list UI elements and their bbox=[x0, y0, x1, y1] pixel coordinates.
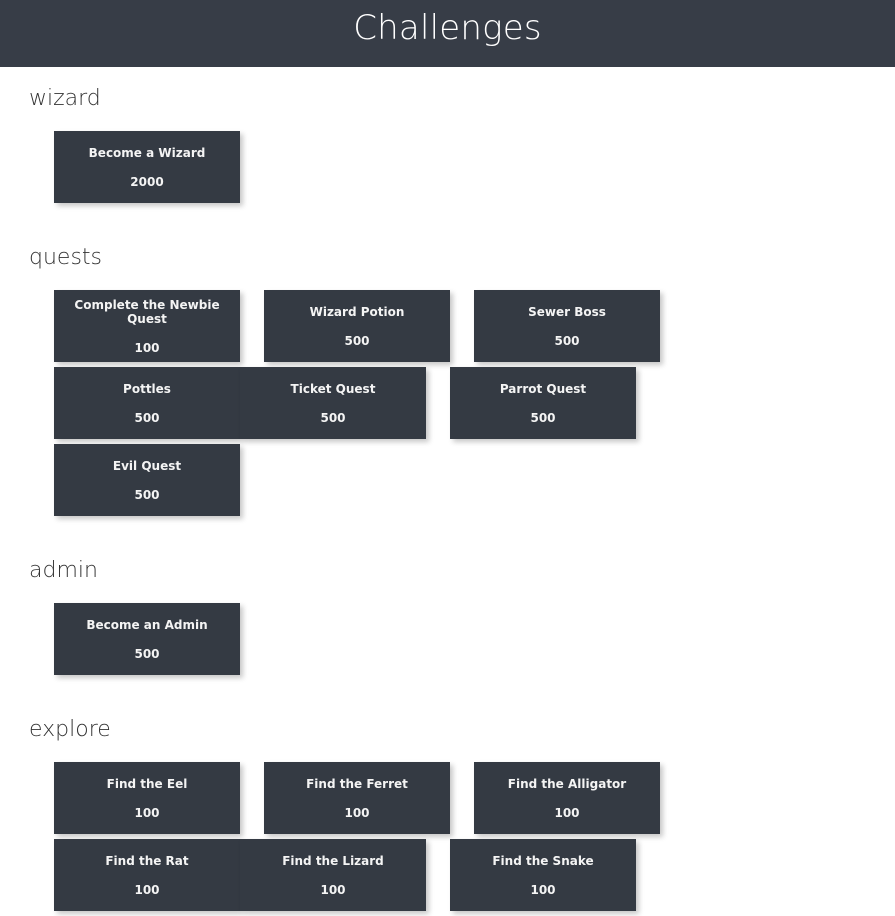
challenge-card-points: 500 bbox=[530, 410, 556, 425]
challenge-card-name: Pottles bbox=[123, 381, 171, 396]
card-grid-quests: Complete the Newbie Quest 100 Wizard Potio… bbox=[0, 272, 841, 521]
challenge-card-name: Become a Wizard bbox=[88, 145, 206, 160]
section-title-admin: admin bbox=[29, 558, 98, 583]
challenge-card-points: 100 bbox=[344, 805, 370, 820]
section-title-quests: quests bbox=[29, 245, 102, 270]
challenge-card[interactable]: Parrot Quest 500 bbox=[450, 367, 636, 439]
challenge-card-points: 100 bbox=[134, 805, 160, 820]
page-title: Challenges bbox=[353, 8, 542, 48]
app-header: Challenges bbox=[0, 0, 895, 67]
challenge-card-points: 500 bbox=[320, 410, 346, 425]
challenge-card[interactable]: Find the Eel 100 bbox=[54, 762, 240, 834]
challenge-card-points: 100 bbox=[530, 882, 556, 897]
challenge-card-points: 100 bbox=[554, 805, 580, 820]
challenge-card-points: 500 bbox=[134, 487, 160, 502]
challenge-card-name: Find the Rat bbox=[105, 853, 189, 868]
challenge-card-name: Evil Quest bbox=[112, 458, 182, 473]
challenge-card-name: Become an Admin bbox=[86, 617, 208, 632]
challenge-card-points: 100 bbox=[134, 882, 160, 897]
challenge-card-name: Find the Ferret bbox=[306, 776, 408, 791]
challenge-card-points: 500 bbox=[554, 333, 580, 348]
challenge-card-points: 100 bbox=[320, 882, 346, 897]
challenge-card-points: 500 bbox=[134, 410, 160, 425]
challenge-card[interactable]: Complete the Newbie Quest 100 bbox=[54, 290, 240, 362]
challenge-card[interactable]: Wizard Potion 500 bbox=[264, 290, 450, 362]
card-grid-wizard: Become a Wizard 2000 bbox=[0, 113, 841, 208]
challenge-card[interactable]: Find the Lizard 100 bbox=[240, 839, 426, 911]
challenge-card-name: Find the Snake bbox=[492, 853, 594, 868]
challenge-card[interactable]: Become an Admin 500 bbox=[54, 603, 240, 675]
card-grid-admin: Become an Admin 500 bbox=[0, 585, 841, 680]
section-explore: explore Find the Eel 100 Find the Ferret 10… bbox=[0, 680, 895, 916]
section-quests: quests Complete the Newbie Quest 100 Wizar… bbox=[0, 208, 895, 521]
challenge-card-name: Find the Alligator bbox=[507, 776, 627, 791]
challenge-card-points: 500 bbox=[134, 646, 160, 661]
section-title-explore: explore bbox=[29, 717, 111, 742]
challenge-card[interactable]: Sewer Boss 500 bbox=[474, 290, 660, 362]
challenge-card[interactable]: Find the Ferret 100 bbox=[264, 762, 450, 834]
challenge-card[interactable]: Pottles 500 bbox=[54, 367, 240, 439]
challenge-card-name: Find the Lizard bbox=[282, 853, 384, 868]
challenge-card-name: Wizard Potion bbox=[309, 304, 405, 319]
challenge-card[interactable]: Become a Wizard 2000 bbox=[54, 131, 240, 203]
challenge-card-name: Find the Eel bbox=[106, 776, 188, 791]
challenges-page: wizard Become a Wizard 2000 quests Comple… bbox=[0, 67, 895, 916]
challenge-card[interactable]: Ticket Quest 500 bbox=[240, 367, 426, 439]
section-admin: admin Become an Admin 500 bbox=[0, 521, 895, 680]
challenge-card-points: 2000 bbox=[130, 174, 164, 189]
challenge-card-name: Ticket Quest bbox=[290, 381, 376, 396]
challenge-card[interactable]: Find the Snake 100 bbox=[450, 839, 636, 911]
section-wizard: wizard Become a Wizard 2000 bbox=[0, 67, 895, 208]
challenge-card[interactable]: Find the Rat 100 bbox=[54, 839, 240, 911]
challenge-card-name: Sewer Boss bbox=[528, 304, 606, 319]
challenge-card[interactable]: Evil Quest 500 bbox=[54, 444, 240, 516]
challenge-card[interactable]: Find the Alligator 100 bbox=[474, 762, 660, 834]
section-title-wizard: wizard bbox=[29, 86, 101, 111]
challenge-card-name: Complete the Newbie Quest bbox=[74, 297, 220, 326]
challenge-card-points: 500 bbox=[344, 333, 370, 348]
challenge-card-name: Parrot Quest bbox=[499, 381, 587, 396]
challenge-card-points: 100 bbox=[134, 340, 160, 355]
